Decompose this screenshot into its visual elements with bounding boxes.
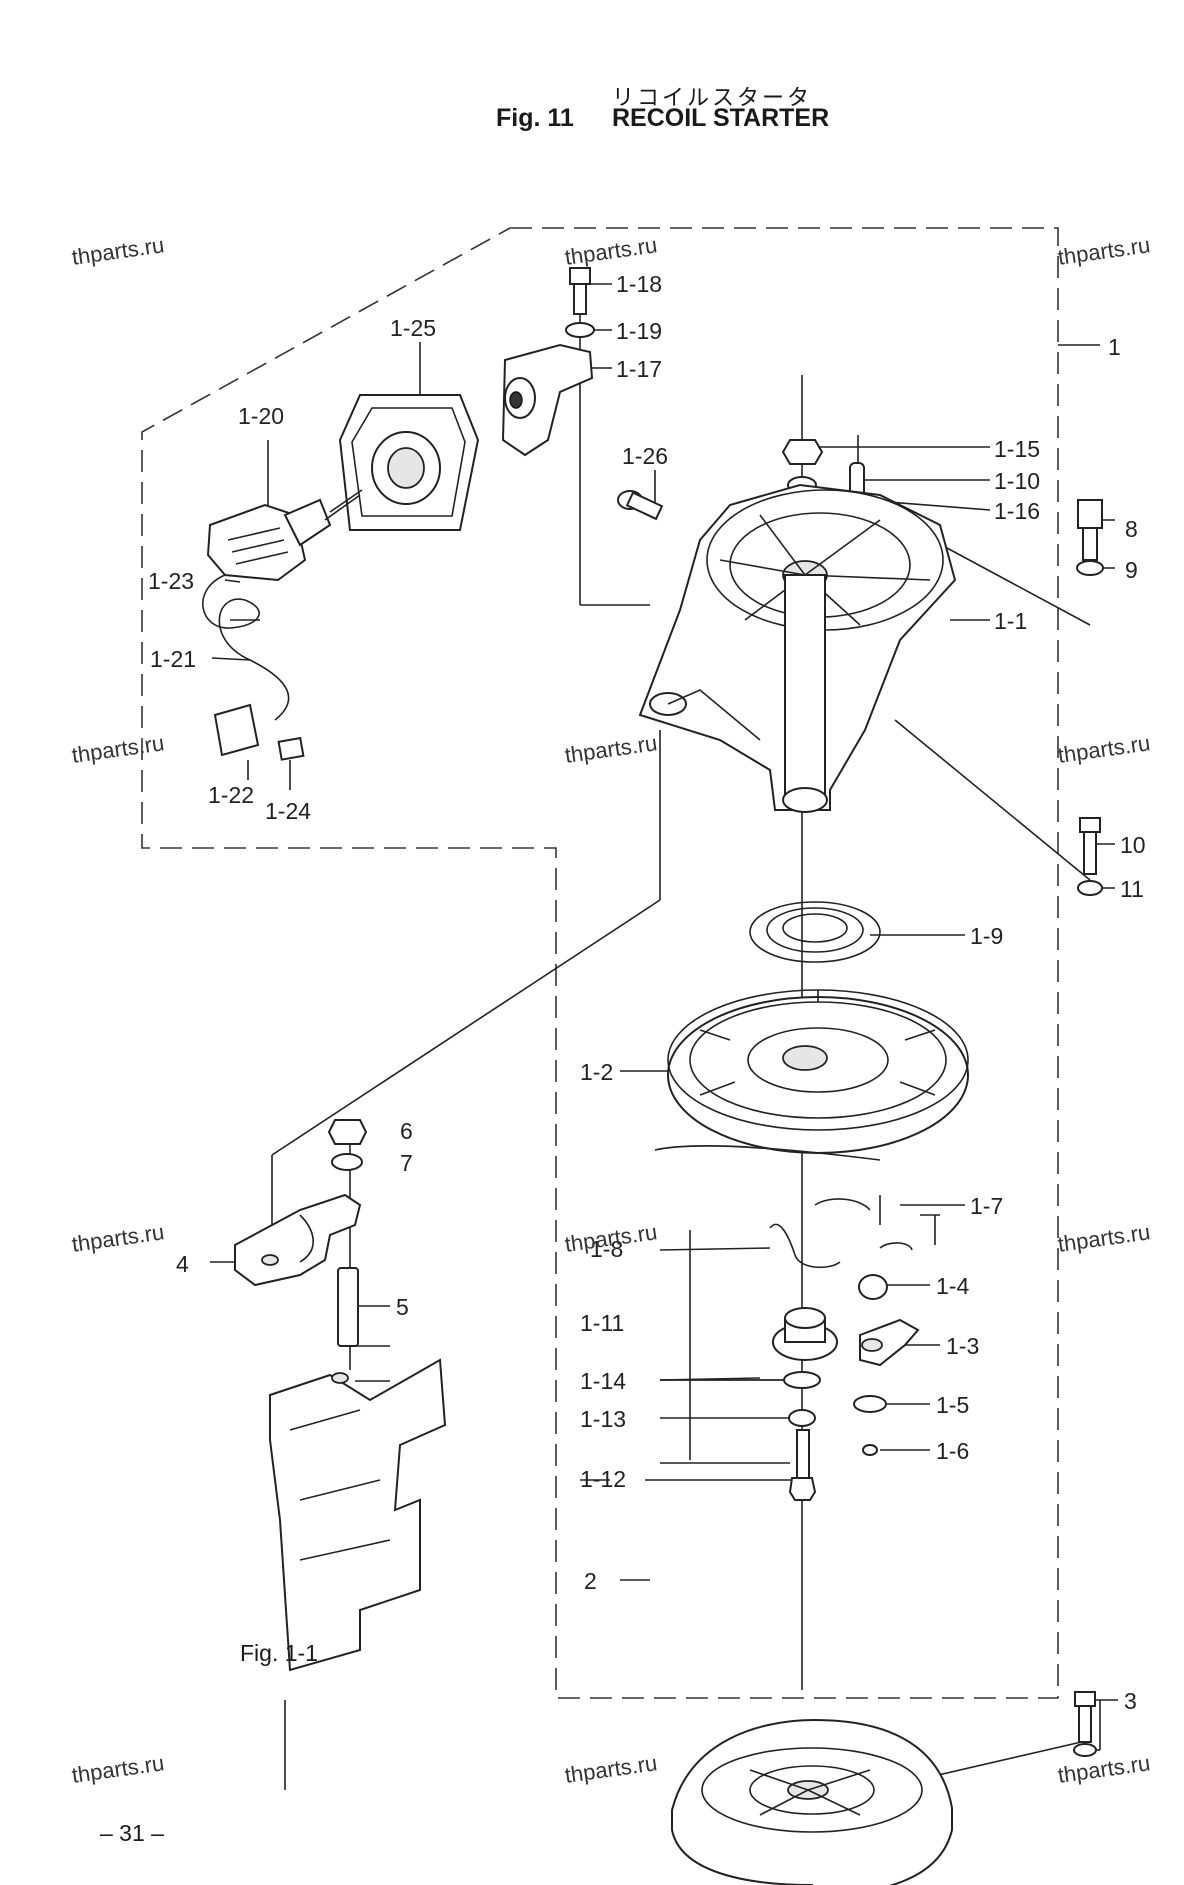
pin-1-26: [617, 490, 664, 521]
starter-cover-2: [671, 1718, 953, 1885]
starter-case-1-1: [638, 483, 957, 813]
page-number: – 31 –: [100, 1820, 164, 1846]
japanese-title: リコイルスタータ: [612, 86, 813, 111]
callout-1-26: 1-26: [622, 443, 669, 469]
callout-1-11: 1-11: [580, 1310, 625, 1336]
engine-fragment: [269, 1358, 447, 1672]
callout-2: 2: [584, 1568, 597, 1594]
bolt-10: [1079, 817, 1101, 875]
callout-1-10: 1-10: [994, 468, 1041, 494]
callout-5: 5: [396, 1294, 409, 1320]
callout-8: 8: [1125, 516, 1138, 542]
callout-9: 9: [1125, 557, 1138, 583]
nut-1-15: [781, 439, 824, 465]
callout-1-2: 1-2: [580, 1059, 614, 1085]
tag-1-24: [277, 736, 305, 761]
bolt-8: [1077, 499, 1103, 561]
figure-reference-label: Fig. 1-1: [240, 1640, 318, 1666]
spring-1-7: [814, 1198, 913, 1251]
rope-1-21: [202, 574, 290, 721]
figure-number: Fig. 11: [496, 104, 574, 132]
callout-1-22: 1-22: [208, 782, 255, 808]
callout-11: 11: [1120, 876, 1144, 902]
callout-4: 4: [176, 1251, 189, 1277]
spring-1-8: [769, 1223, 841, 1269]
callout-1-24: 1-24: [265, 798, 312, 824]
callout-1-16: 1-16: [994, 498, 1041, 524]
callout-10: 10: [1120, 832, 1146, 858]
callout-1-3: 1-3: [946, 1333, 980, 1359]
callout-3: 3: [1124, 1688, 1137, 1714]
washer-1-14: [783, 1371, 821, 1389]
callout-1-17: 1-17: [616, 356, 663, 382]
callout-1-13: 1-13: [580, 1406, 627, 1432]
callout-1-20: 1-20: [238, 403, 285, 429]
spiral-spring-1-9: [749, 901, 881, 963]
washer-11: [1077, 880, 1103, 896]
callout-1-6: 1-6: [936, 1438, 970, 1464]
callout-1-14: 1-14: [580, 1368, 627, 1394]
clip-1-22: [213, 703, 260, 757]
ratchet-1-3: [859, 1318, 920, 1367]
grommet-1-25: [338, 394, 480, 531]
bracket-1-17: [501, 343, 594, 457]
callout-1-4: 1-4: [936, 1273, 970, 1299]
callout-7: 7: [400, 1150, 413, 1176]
callout-1-1: 1-1: [994, 608, 1028, 634]
bolt-1-12: [788, 1429, 817, 1501]
callout-1-23: 1-23: [148, 568, 195, 594]
clip-1-6: [862, 1444, 878, 1456]
callout-1: 1: [1108, 334, 1121, 360]
callout-6: 6: [400, 1118, 413, 1144]
callout-1-21: 1-21: [150, 646, 197, 672]
washer-7: [331, 1153, 363, 1171]
bracket-4: [234, 1193, 362, 1287]
callout-1-19: 1-19: [616, 318, 663, 344]
washer-3: [1073, 1743, 1097, 1757]
washer-1-19: [565, 322, 595, 338]
reel-1-2: [654, 989, 969, 1161]
callout-1-8: 1-8: [590, 1236, 624, 1262]
callout-1-25: 1-25: [390, 315, 437, 341]
washer-9: [1076, 560, 1104, 576]
stud-5: [337, 1267, 359, 1347]
collar-1-4: [858, 1274, 888, 1300]
callout-1-7: 1-7: [970, 1193, 1004, 1219]
washer-1-5: [853, 1395, 887, 1413]
callout-1-15: 1-15: [994, 436, 1041, 462]
bolt-1-18: [569, 267, 591, 315]
callout-1-18: 1-18: [616, 271, 663, 297]
figure-title: RECOIL STARTER: [612, 104, 830, 132]
callout-1-12: 1-12: [580, 1466, 627, 1492]
callout-1-5: 1-5: [936, 1392, 970, 1418]
assembly-boundary: [141, 227, 1059, 1699]
bolt-3: [1074, 1691, 1096, 1743]
washer-1-13: [788, 1409, 816, 1427]
nut-6: [327, 1119, 368, 1145]
drive-plate-1-11: [772, 1307, 838, 1361]
handle-1-20: [206, 489, 363, 582]
callout-1-9: 1-9: [970, 923, 1004, 949]
